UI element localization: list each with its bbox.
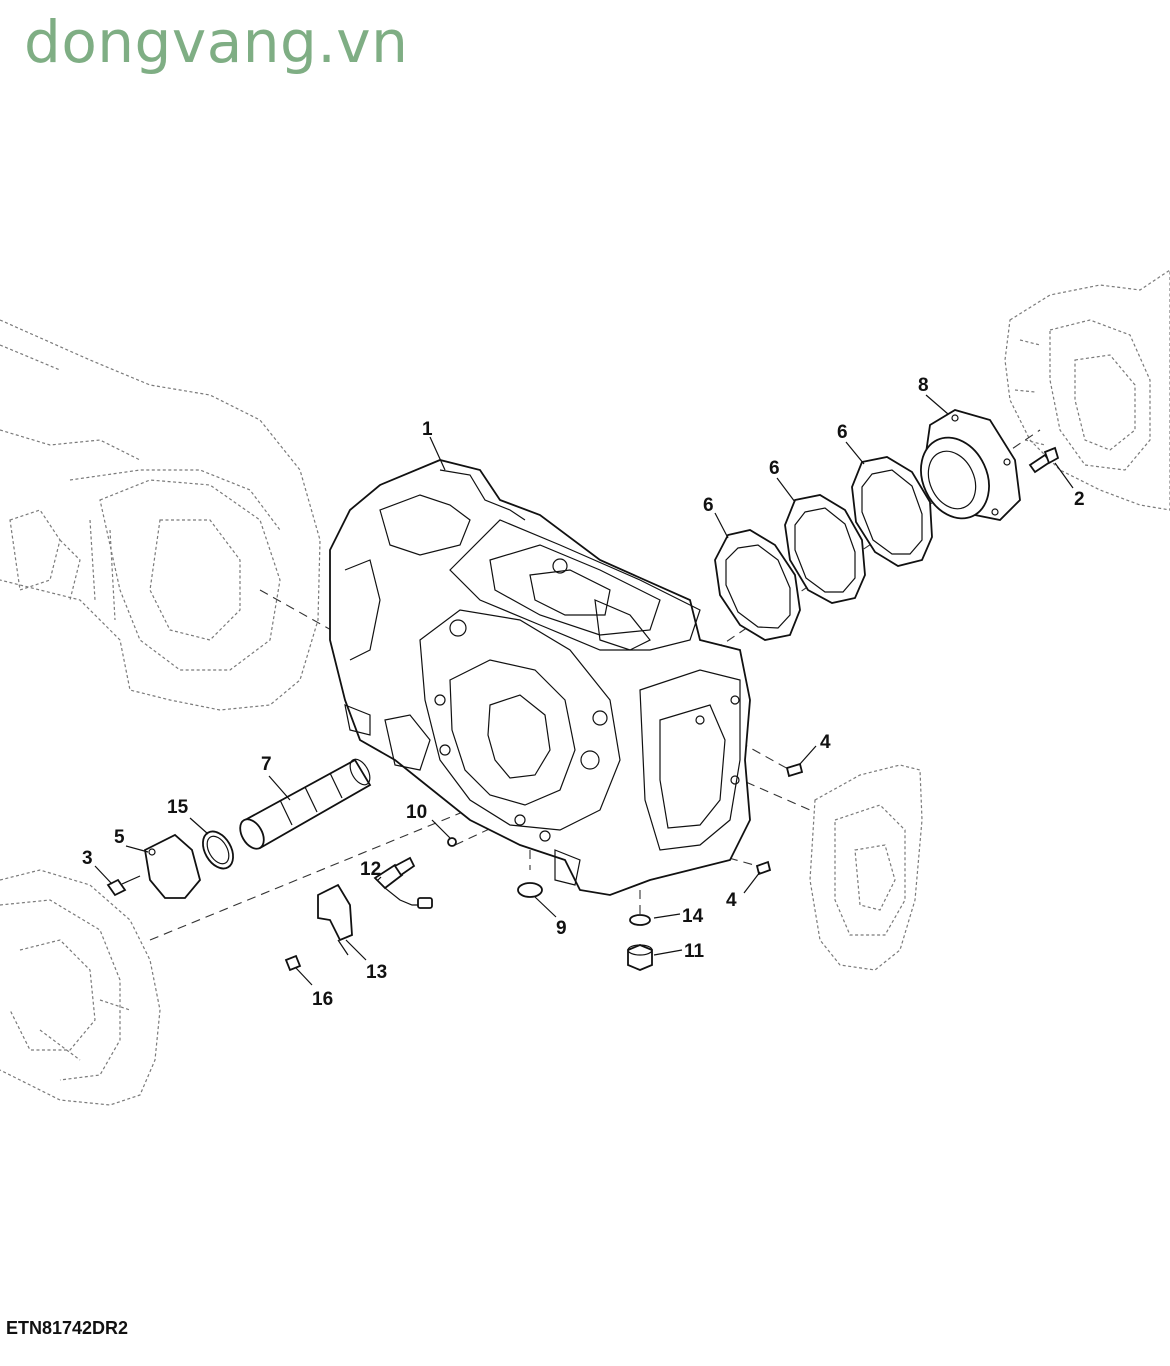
part-12-sensor <box>373 856 433 909</box>
part-3-bolt <box>106 875 141 897</box>
callout-15: 15 <box>167 797 189 818</box>
part-7-tube <box>239 758 372 850</box>
part-14-washer <box>629 914 651 926</box>
callout-16: 16 <box>312 989 333 1010</box>
callout-13: 13 <box>366 962 387 983</box>
ghost-housing-right-upper <box>1004 269 1170 511</box>
part-1-transmission-housing <box>329 459 751 896</box>
callout-6-middle: 6 <box>769 458 780 479</box>
part-15-o-ring <box>202 830 234 870</box>
callout-14: 14 <box>682 906 704 927</box>
watermark-text: dongvang.vn <box>24 8 409 76</box>
part-16-bolt <box>284 954 302 972</box>
ghost-axle-lower-left <box>0 869 161 1106</box>
callout-8: 8 <box>918 375 929 396</box>
callout-5: 5 <box>114 827 125 848</box>
callout-1: 1 <box>422 419 433 440</box>
part-2-bolt <box>1028 446 1060 474</box>
part-6-gasket-a <box>714 529 801 641</box>
part-10-plug <box>447 837 457 847</box>
ghost-housing-right-lower <box>809 764 923 971</box>
part-4-pin-a <box>785 762 804 778</box>
callout-10: 10 <box>406 802 427 823</box>
part-9-seal-ring <box>517 882 543 898</box>
part-6-gasket-b <box>784 494 866 604</box>
callout-12: 12 <box>360 859 381 880</box>
callout-6-left: 6 <box>703 495 714 516</box>
part-8-bearing-flange <box>920 409 1021 521</box>
callout-3: 3 <box>82 848 93 869</box>
callout-7: 7 <box>261 754 272 775</box>
part-11-drain-plug <box>627 944 653 971</box>
callout-2: 2 <box>1074 489 1085 510</box>
part-5-cover <box>144 833 201 899</box>
callout-4-upper: 4 <box>820 732 831 753</box>
callout-11: 11 <box>684 941 705 962</box>
ghost-housing-left <box>0 319 321 711</box>
part-4-pin-b <box>755 860 772 876</box>
callout-6-right: 6 <box>837 422 848 443</box>
callouts: 1 2 3 4 4 5 6 6 6 7 8 9 10 11 12 13 14 1… <box>82 375 1085 1010</box>
leader-lines <box>94 394 1074 986</box>
callout-4-lower: 4 <box>726 890 737 911</box>
figure-id: ETN81742DR2 <box>6 1318 129 1338</box>
part-6-gasket-c <box>851 456 933 567</box>
part-13-bracket <box>317 883 353 956</box>
callout-9: 9 <box>556 918 567 939</box>
